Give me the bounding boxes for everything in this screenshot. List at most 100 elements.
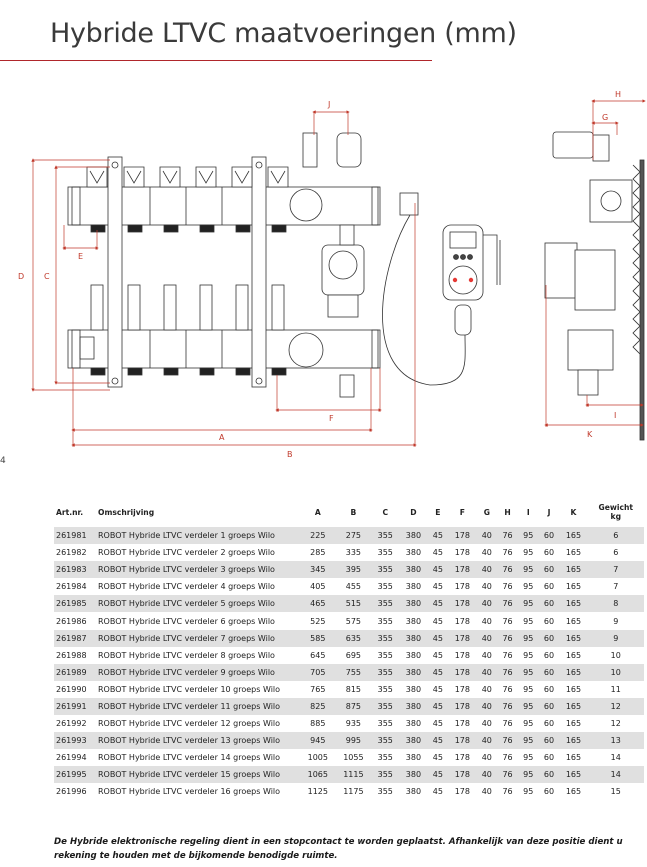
cell-e: 45 (427, 663, 449, 681)
cell-artnr: 261987 (54, 629, 96, 647)
cell-h: 76 (497, 663, 518, 681)
col-header-omschrijving: Omschrijving (98, 507, 155, 517)
manifold-side-view (544, 131, 645, 441)
cell-c: 355 (377, 753, 393, 763)
col-header-g: G (483, 507, 490, 517)
cell-gewicht: 14 (610, 753, 621, 763)
cell-j: 60 (538, 527, 560, 545)
cell-omschrijving: ROBOT Hybride LTVC verdeler 12 groeps Wi… (98, 719, 281, 729)
cell-h: 76 (502, 548, 513, 558)
dim-label-f: F (329, 414, 334, 423)
col-header-d: D (410, 507, 417, 517)
cell-a: 405 (310, 582, 326, 592)
col-header-e: E (435, 507, 441, 517)
cell-gewicht: 9 (587, 629, 644, 647)
cell-omschrijving: ROBOT Hybride LTVC verdeler 1 groeps Wil… (96, 527, 300, 545)
cell-b: 575 (345, 616, 362, 626)
cell-h: 76 (497, 595, 518, 613)
cell-omschrijving: ROBOT Hybride LTVC verdeler 14 groeps Wi… (98, 753, 281, 763)
cell-j: 60 (538, 629, 560, 647)
cell-b: 875 (335, 697, 372, 716)
page-title: Hybride LTVC maatvoeringen (mm) (50, 18, 517, 49)
cell-a: 645 (310, 650, 326, 660)
cell-f: 178 (448, 629, 477, 647)
cell-g: 40 (481, 616, 492, 626)
cell-k: 165 (559, 766, 588, 784)
cell-j: 60 (543, 684, 555, 694)
cell-c: 355 (377, 650, 393, 660)
table-row: 261992 ROBOT Hybride LTVC verdeler 12 gro… (54, 715, 644, 732)
cell-e: 45 (427, 527, 449, 545)
cell-g: 40 (481, 548, 492, 558)
cell-artnr: 261986 (56, 616, 87, 626)
cell-artnr: 261991 (54, 697, 96, 716)
dim-label-h: H (615, 90, 621, 99)
cell-c: 355 (371, 629, 400, 647)
cell-artnr: 261995 (54, 766, 96, 784)
cell-artnr: 261992 (56, 719, 87, 729)
cell-e: 45 (432, 684, 443, 694)
cell-h: 76 (497, 697, 518, 716)
cell-d: 380 (405, 719, 422, 729)
technical-drawing: J D C E F A B H G I K (0, 85, 647, 475)
cell-e: 45 (432, 787, 443, 797)
cell-g: 40 (481, 753, 492, 763)
cell-f: 178 (454, 719, 470, 729)
cell-h: 76 (502, 616, 513, 626)
cell-b: 275 (335, 527, 372, 545)
cell-k: 165 (559, 663, 588, 681)
controller-plug (442, 224, 501, 336)
cell-k: 165 (565, 787, 582, 797)
col-header-f: F (459, 507, 465, 517)
cell-d: 380 (405, 650, 422, 660)
cell-artnr: 261985 (54, 595, 96, 613)
dimension-drawing-svg: J D C E F A B H G I K (18, 90, 646, 459)
cell-b: 395 (335, 561, 372, 579)
cell-artnr: 261993 (54, 732, 96, 750)
footer-note: De Hybride elektronische regeling dient … (54, 837, 623, 861)
cell-i: 95 (517, 629, 539, 647)
cell-f: 178 (454, 650, 470, 660)
cell-e: 45 (427, 629, 449, 647)
cell-h: 76 (502, 650, 513, 660)
cell-d: 380 (399, 732, 428, 750)
table-header-row: Art.nr. Omschrijving A B C D E F G H I J… (54, 497, 644, 527)
cell-c: 355 (371, 697, 400, 716)
cell-artnr: 261989 (54, 663, 96, 681)
cell-f: 178 (448, 732, 477, 750)
cell-e: 45 (432, 719, 443, 729)
cell-h: 76 (497, 527, 518, 545)
cell-artnr: 261996 (56, 787, 87, 797)
cell-b: 1115 (335, 766, 372, 784)
cell-a: 765 (310, 684, 326, 694)
cell-omschrijving: ROBOT Hybride LTVC verdeler 9 groeps Wil… (96, 663, 300, 681)
cell-c: 355 (371, 595, 400, 613)
cell-j: 60 (538, 663, 560, 681)
col-header-gewicht-line2: kg (610, 512, 622, 521)
col-header-artnr: Art.nr. (56, 507, 84, 517)
cell-omschrijving: ROBOT Hybride LTVC verdeler 3 groeps Wil… (96, 561, 300, 579)
cell-h: 76 (497, 629, 518, 647)
col-header-h: H (504, 507, 511, 517)
cell-i: 95 (517, 561, 539, 579)
cell-f: 178 (454, 582, 470, 592)
cell-artnr: 261994 (56, 753, 87, 763)
cell-g: 40 (481, 719, 492, 729)
cell-a: 1125 (307, 787, 328, 797)
cell-h: 76 (497, 561, 518, 579)
col-header-c: C (382, 507, 389, 517)
cell-b: 1175 (343, 787, 364, 797)
dim-label-k: K (587, 430, 593, 439)
cell-c: 355 (377, 548, 393, 558)
cell-d: 380 (399, 663, 428, 681)
cell-f: 178 (448, 595, 477, 613)
cell-e: 45 (432, 650, 443, 660)
cell-g: 40 (476, 595, 498, 613)
